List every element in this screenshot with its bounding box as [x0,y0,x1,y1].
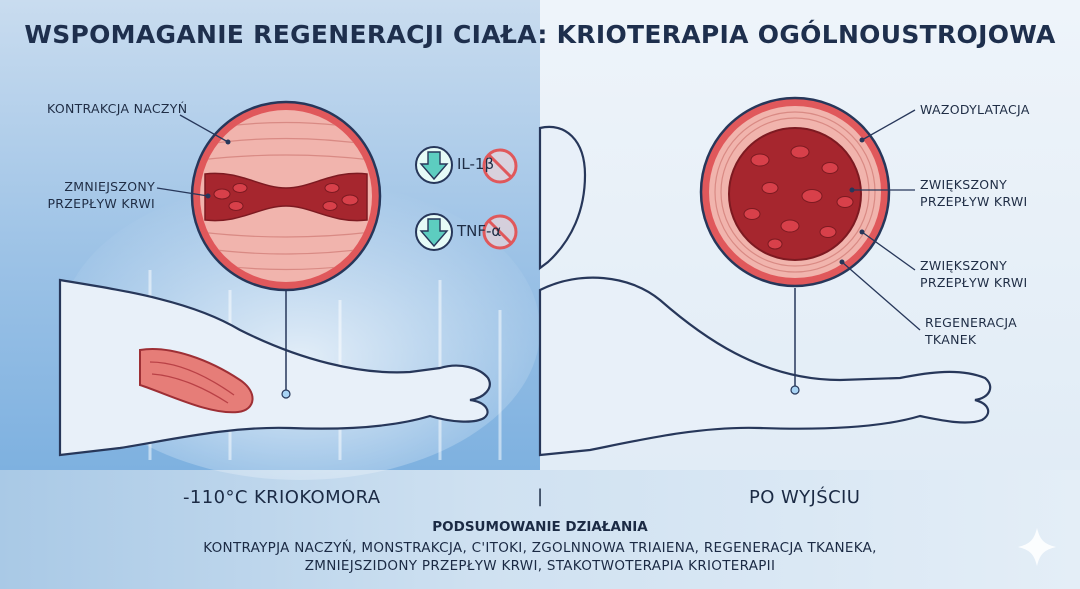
no-sign-icon [482,214,518,250]
label-increased-flow-a: ZWIĘKSZONY PRZEPŁYW KRWI [920,177,1028,209]
label-constriction: KONTRAKCJA NACZYŃ [47,101,188,116]
bottom-band-background [0,470,1080,589]
right-pointer-dot [790,385,800,395]
left-pointer-dot [281,389,291,399]
summary-line-1: KONTRAYPJA NACZYŃ, MONSTRAKCJA, C'ITOKI,… [203,540,877,556]
arrow-down-icon [415,213,453,251]
cytokine-label-il1b: IL-1β [457,155,495,173]
no-sign-icon [482,148,518,184]
dilated-vessel [699,96,891,288]
right-leader-regeneration [841,261,921,331]
summary-title: PODSUMOWANIE DZIAŁANIA [432,519,648,535]
sparkle-icon [1018,528,1056,566]
caption-after-exit: PO WYJŚCIU [749,487,861,508]
right-leader-flow-b [861,231,916,271]
cytokine-label-tnfa: TNF-α [457,222,502,240]
left-leader-flow [156,187,209,197]
label-increased-flow-b: ZWIĘKSZONY PRZEPŁYW KRWI [920,258,1028,290]
caption-separator: | [537,486,544,507]
arrow-down-icon [415,146,453,184]
right-body [538,125,992,457]
label-vasodilation: WAZODYLATACJA [920,102,1030,117]
label-reduced-flow: ZMNIEJSZONY PRZEPŁYW KRWI [47,179,155,211]
constricted-vessel [190,100,382,292]
left-leader-constriction [179,114,229,143]
summary-line-2: ZMNIEJSZIDONY PRZEPŁYW KRWI, STAKOTWOTER… [304,558,776,574]
label-regeneration: REGENERACJA TKANEK [925,315,1017,347]
muscle [139,348,254,414]
caption-cryochamber: -110°C KRIOKOMORA [183,487,381,508]
left-body [58,278,491,457]
right-leader-vasodilation [861,109,916,141]
page-title: WSPOMAGANIE REGENERACJI CIAŁA: KRIOTERAP… [24,20,1056,49]
